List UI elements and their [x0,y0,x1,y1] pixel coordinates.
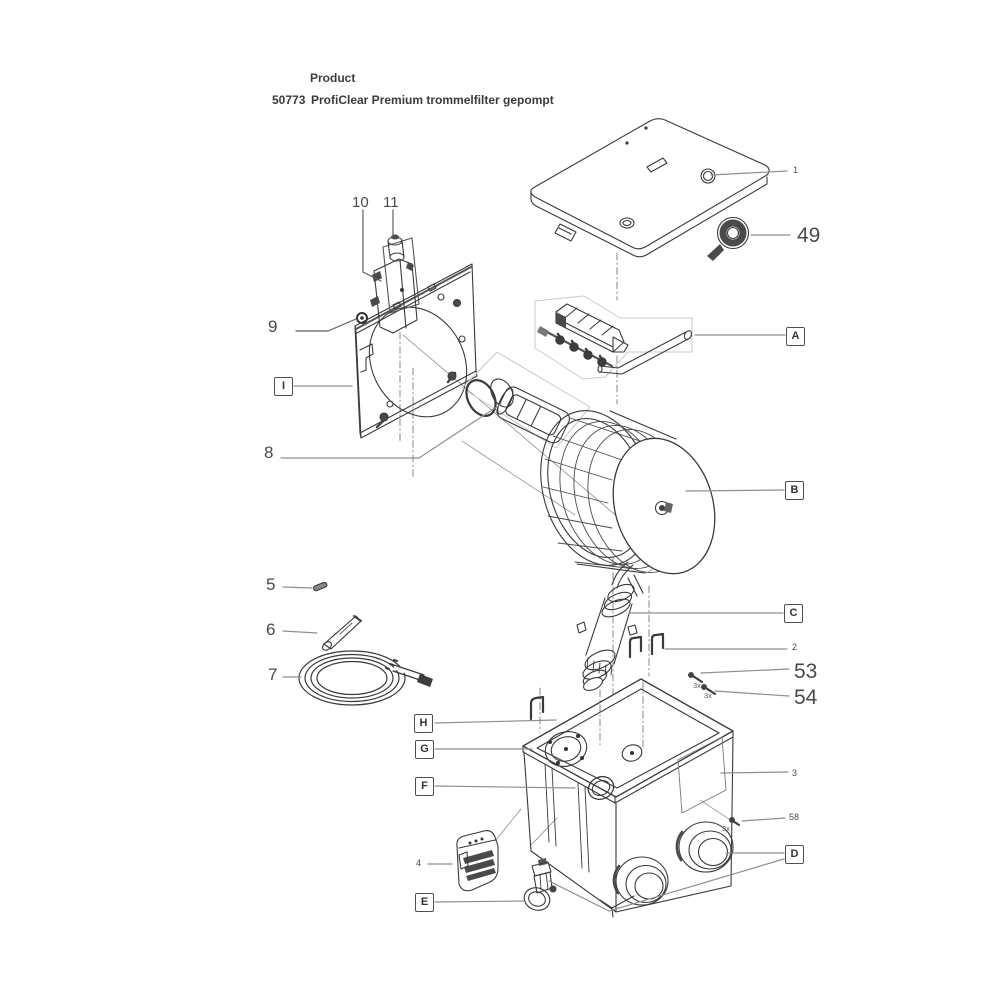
part-2-clips [628,632,665,659]
callout-box-E: E [415,893,434,912]
part-53-screw [688,672,703,683]
quantity-label: 3x [722,824,730,833]
callout-5: 5 [266,575,276,594]
part-d-sockets [612,821,734,906]
part-c-pump [576,561,638,692]
callout-54: 54 [794,686,818,709]
part-11-solenoid [387,234,405,262]
callout-2: 2 [792,642,798,652]
leader-line [700,668,790,674]
part-49-tape [707,216,750,261]
callout-7: 7 [268,665,278,684]
callout-53: 53 [794,660,818,683]
part-4-controller [456,830,499,892]
part-e-valve [523,858,557,911]
part-7-hose [298,650,433,706]
callout-box-F: F [415,777,434,796]
leader-line [280,403,502,459]
part-b-drum [540,410,716,597]
leader-line [714,690,790,697]
callout-58: 58 [789,812,800,822]
quantity-label: 3x [693,681,701,690]
leader-line [685,489,785,492]
leader-line [362,209,382,282]
part-8-tray [461,351,591,449]
callout-box-C: C [784,604,803,623]
centerlines [399,252,650,749]
callout-box-B: B [785,481,804,500]
leader-line [295,318,357,332]
part-10-motor [370,237,420,334]
leader-line [434,719,557,724]
callout-11: 11 [383,194,399,211]
callout-box-A: A [786,327,805,346]
leader-line [434,785,576,789]
callout-1: 1 [793,165,799,175]
leader-line [741,817,786,822]
callout-49: 49 [797,224,821,247]
part-6-spike [322,615,362,651]
product-code: 50773 [272,93,306,107]
callout-4: 4 [416,858,422,868]
leader-line [710,170,788,176]
callout-box-I: I [274,377,293,396]
callout-box-H: H [414,714,433,733]
product-name: ProfiClear Premium trommelfilter gepompt [311,93,554,107]
part-1-lid [530,118,770,258]
quantity-label: 3x [704,691,712,700]
part-a-spraybar [534,295,693,380]
leader-line [720,771,789,774]
part-5-pin [312,581,328,592]
part-9-nut [356,312,368,324]
part-h-clip [529,695,545,721]
leader-line [434,900,525,903]
callout-10: 10 [352,194,369,211]
callout-9: 9 [268,317,278,336]
leader-line [282,630,318,634]
product-header-label: Product [310,71,356,85]
part-54-screw [701,684,716,695]
part-58-screw [729,817,740,826]
part-i-panel [354,263,478,439]
callout-8: 8 [264,443,274,462]
leader-lines [280,170,791,912]
part-g-flange [544,731,643,767]
callout-box-D: D [785,845,804,864]
part-3-container [522,678,734,918]
callout-box-G: G [415,740,434,759]
leader-line [282,586,313,589]
callout-3: 3 [792,768,798,778]
leader-line [548,858,785,912]
callout-6: 6 [266,620,276,639]
